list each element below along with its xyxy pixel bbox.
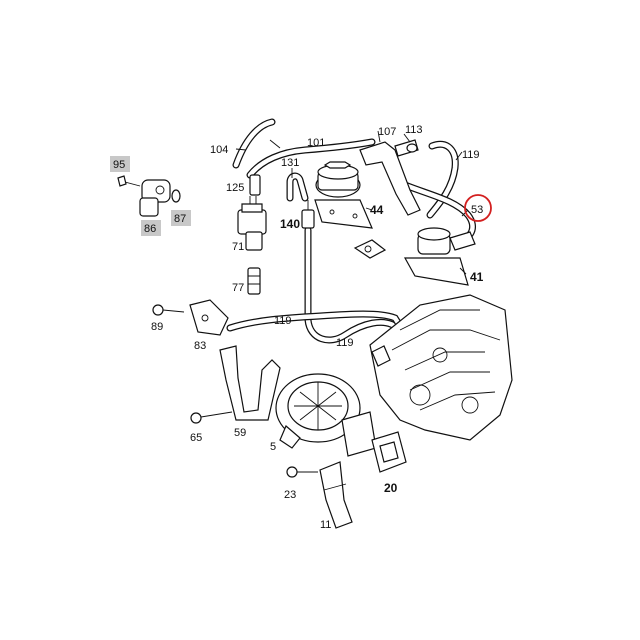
- throttle-housing-5: [275, 373, 377, 457]
- connector-77: [247, 267, 261, 295]
- callout-65: 65: [190, 432, 202, 444]
- gasket-20: [371, 431, 407, 473]
- callout-5: 5: [270, 441, 276, 453]
- callout-59: 59: [234, 427, 246, 439]
- callout-87: 87: [174, 213, 186, 225]
- leader-lines: [235, 130, 469, 275]
- hose-119-top: [426, 140, 459, 219]
- hose-104: [232, 118, 276, 169]
- hose-119-long: [304, 226, 412, 356]
- sensor-86: [139, 179, 171, 217]
- callout-11: 11: [320, 519, 331, 531]
- bolt-65: [190, 411, 233, 424]
- bracket-11: [319, 461, 353, 529]
- callout-44: 44: [370, 203, 384, 217]
- callout-140: 140: [280, 217, 300, 231]
- clamp-113: [406, 143, 418, 153]
- gasket-44: [353, 239, 387, 259]
- callout-113: 113: [405, 124, 423, 136]
- valve-44: [314, 161, 373, 229]
- callout-104: 104: [210, 144, 228, 156]
- valve-41: [403, 227, 476, 286]
- o-ring-87: [171, 189, 181, 203]
- bracket-83: [189, 299, 229, 336]
- callout-41: 41: [470, 270, 484, 284]
- callout-119-low: 119: [336, 337, 354, 349]
- bolt-23: [286, 466, 318, 478]
- callout-131: 131: [281, 157, 299, 169]
- label-box-87: [171, 210, 191, 226]
- callout-20: 20: [384, 481, 398, 495]
- callout-119-mid: 119: [274, 315, 292, 327]
- callout-23: 23: [284, 489, 296, 501]
- callout-101: 101: [307, 137, 325, 149]
- hose-119-mid: [226, 310, 416, 349]
- label-box-86: [141, 220, 161, 236]
- callout-71: 71: [232, 241, 244, 253]
- highlight-circle-53: [464, 194, 492, 222]
- callout-86: 86: [144, 223, 156, 235]
- callout-95: 95: [113, 159, 125, 171]
- callout-77: 77: [232, 282, 244, 294]
- hose-131: [286, 172, 309, 202]
- bracket-59: [219, 345, 281, 421]
- callout-83: 83: [194, 340, 206, 352]
- intake-manifold: [369, 294, 513, 441]
- callout-107: 107: [378, 126, 396, 138]
- bolt-95: [117, 175, 141, 187]
- label-box-95: [110, 156, 130, 172]
- callout-125: 125: [226, 182, 244, 194]
- callout-53: 53: [471, 204, 483, 216]
- callout-119-top: 119: [462, 149, 480, 161]
- hose-101: [246, 138, 376, 179]
- check-valve-140: [301, 200, 315, 229]
- tube-125: [249, 174, 261, 196]
- solenoid-71: [237, 196, 267, 251]
- callout-89: 89: [151, 321, 163, 333]
- bolt-89: [152, 304, 185, 316]
